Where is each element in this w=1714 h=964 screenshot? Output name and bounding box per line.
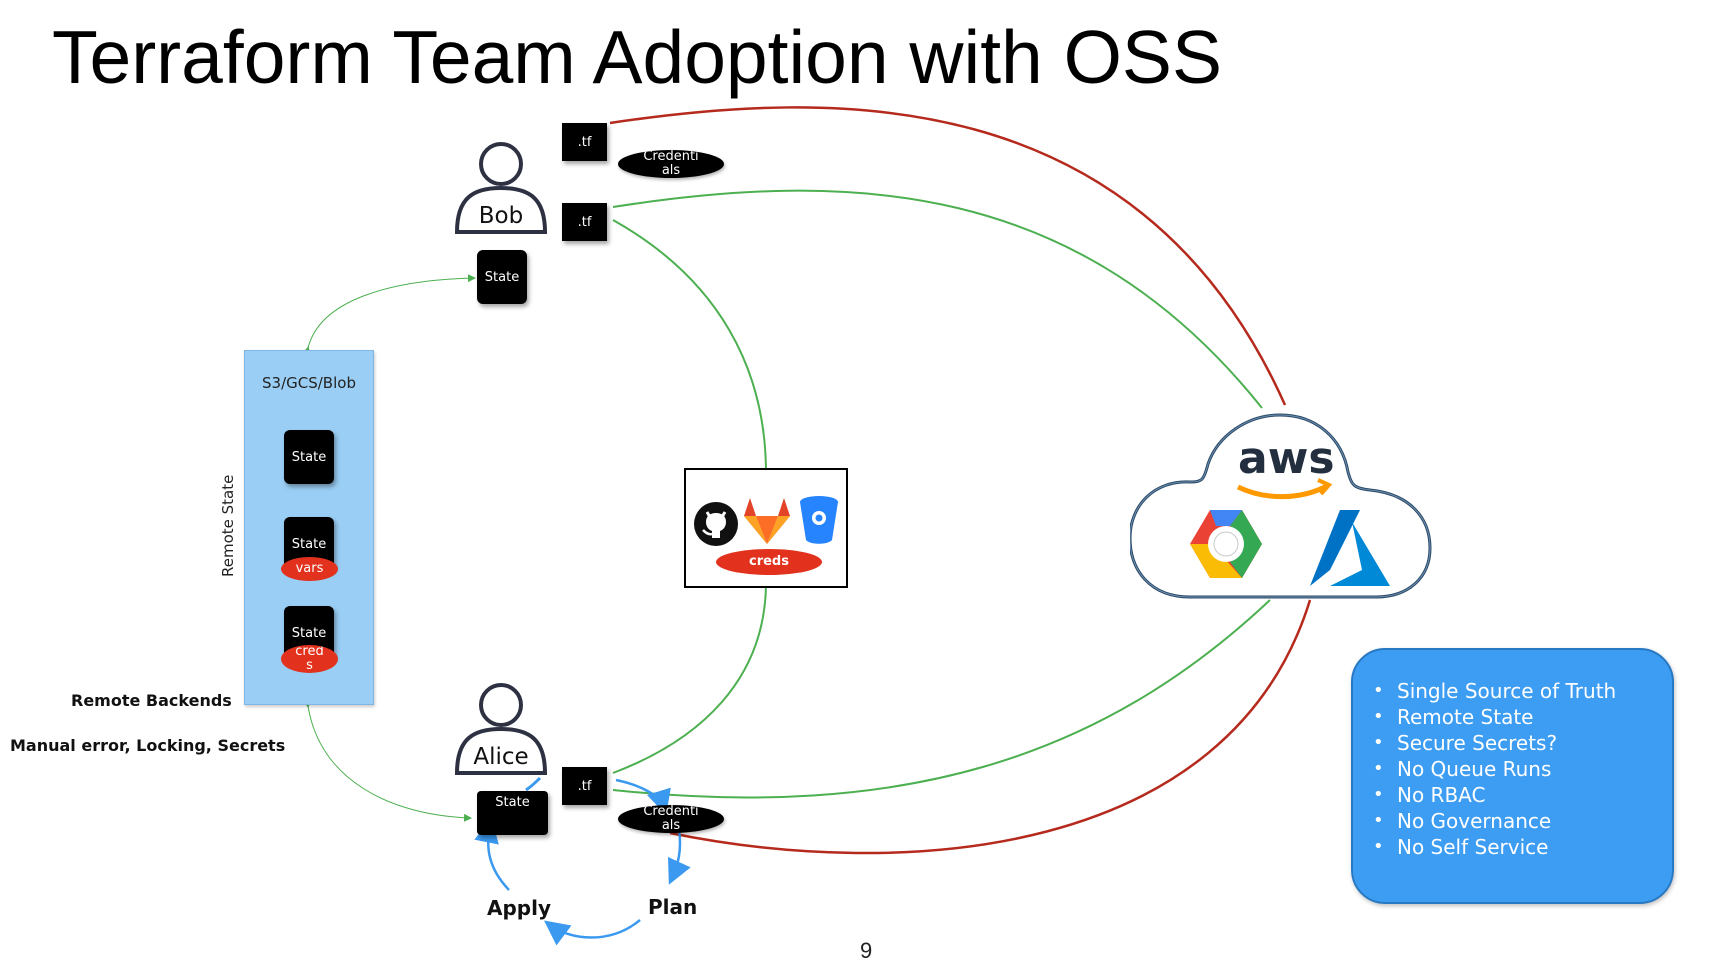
- green-arrow-backend-bob: [302, 274, 476, 355]
- aws-text: aws: [1238, 433, 1335, 484]
- bob-state[interactable]: State: [477, 250, 527, 304]
- alice-label: Alice: [473, 744, 529, 770]
- plan-label: Plan: [648, 895, 698, 919]
- vcs-creds-badge: creds: [716, 549, 822, 575]
- bob-tf-file-2[interactable]: .tf: [562, 203, 607, 241]
- summary-item: No Queue Runs: [1373, 756, 1616, 782]
- green-line-bob-vcs: [612, 219, 767, 471]
- summary-box: Single Source of Truth Remote State Secu…: [1351, 648, 1674, 904]
- github-icon: [694, 502, 738, 546]
- summary-item: No Governance: [1373, 808, 1616, 834]
- alice-tf-file[interactable]: .tf: [562, 767, 607, 805]
- summary-item: Secure Secrets?: [1373, 730, 1616, 756]
- issues-note: Manual error, Locking, Secrets: [10, 736, 286, 755]
- backend-creds-badge: creds: [281, 645, 338, 673]
- bob-credentials[interactable]: Credentials: [618, 150, 724, 178]
- backend-state-1[interactable]: State: [284, 430, 334, 484]
- blue-arrow-plan-apply: [543, 919, 641, 946]
- backend-vars-badge: vars: [281, 557, 338, 581]
- slide-title: Terraform Team Adoption with OSS: [52, 15, 1222, 99]
- alice-credentials-label: Credentials: [643, 805, 699, 833]
- gitlab-icon: [744, 498, 790, 544]
- blue-arrow-plan-down: [667, 829, 691, 885]
- backend-title: S3/GCS/Blob: [262, 374, 356, 392]
- green-line-alice-aws: [612, 599, 1271, 799]
- backend-creds-badge-text: creds: [295, 645, 324, 673]
- summary-list: Single Source of Truth Remote State Secu…: [1373, 678, 1616, 860]
- green-arrow-backend-alice: [303, 699, 472, 822]
- green-line-bob-aws: [612, 189, 1263, 409]
- red-line-alice-aws: [669, 599, 1312, 855]
- remote-backends-note: Remote Backends: [71, 691, 232, 710]
- red-line-bob-aws: [609, 106, 1287, 406]
- bob-label: Bob: [478, 203, 524, 229]
- remote-state-label: Remote State: [219, 474, 237, 577]
- page-number: 9: [860, 938, 873, 963]
- aws-icon: [1236, 483, 1329, 500]
- gcp-icon: [1190, 510, 1262, 578]
- blue-arrow-state-stub: [525, 776, 542, 792]
- azure-icon: [1310, 510, 1390, 586]
- apply-label: Apply: [487, 896, 552, 920]
- alice-credentials[interactable]: Credentials: [618, 805, 724, 833]
- bitbucket-icon: [800, 496, 838, 544]
- summary-item: No RBAC: [1373, 782, 1616, 808]
- alice-person-icon: [454, 683, 548, 775]
- green-line-vcs-alice: [612, 583, 767, 774]
- summary-item: Single Source of Truth: [1373, 678, 1616, 704]
- bob-tf-file-1[interactable]: .tf: [562, 123, 607, 161]
- bob-person-icon: [454, 142, 548, 234]
- summary-item: Remote State: [1373, 704, 1616, 730]
- cloud-icon[interactable]: aws: [1130, 410, 1440, 610]
- summary-item: No Self Service: [1373, 834, 1616, 860]
- bob-credentials-label: Credentials: [643, 150, 699, 178]
- vcs-box[interactable]: creds: [684, 468, 848, 588]
- alice-state[interactable]: State: [477, 791, 548, 835]
- blue-arrow-tf-plan: [615, 778, 671, 816]
